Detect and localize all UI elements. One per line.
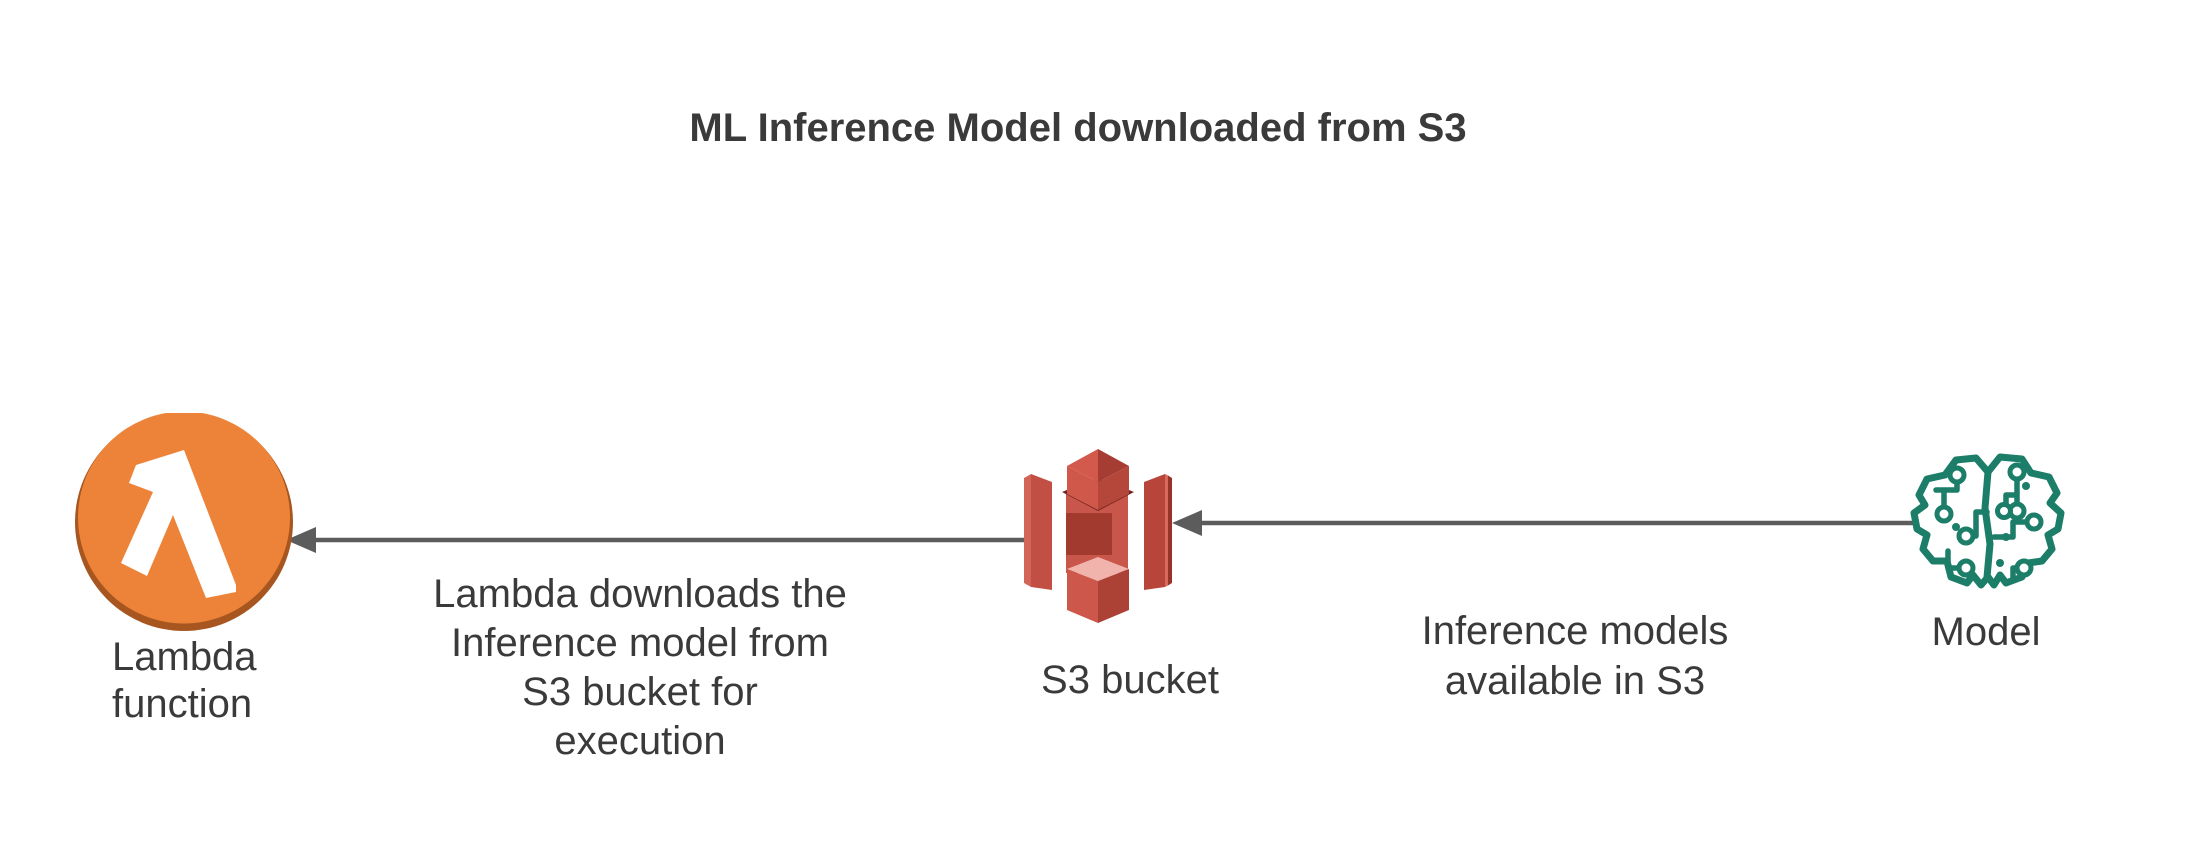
model-node[interactable] — [1910, 448, 2066, 598]
s3-bucket-label: S3 bucket — [1041, 658, 1219, 702]
model-label: Model — [1931, 610, 2041, 654]
edge-label-model-to-s3: Inference models available in S3 — [1421, 609, 1729, 703]
ml-model-brain-icon — [1910, 453, 2065, 589]
s3-bucket-node[interactable] — [1018, 440, 1178, 625]
diagram-title: ML Inference Model downloaded from S3 — [689, 106, 1467, 150]
aws-lambda-icon — [75, 413, 293, 631]
aws-s3-bucket-icon — [1024, 449, 1172, 623]
arrow-model-to-s3[interactable] — [1172, 510, 1915, 536]
lambda-glyph — [121, 450, 236, 598]
arrow-s3-to-lambda[interactable] — [286, 527, 1040, 553]
lambda-function-label: Lambda function — [112, 635, 257, 726]
edge-label-s3-to-lambda: Lambda downloads the Inference model fro… — [433, 572, 847, 763]
lambda-function-node[interactable] — [75, 413, 293, 631]
